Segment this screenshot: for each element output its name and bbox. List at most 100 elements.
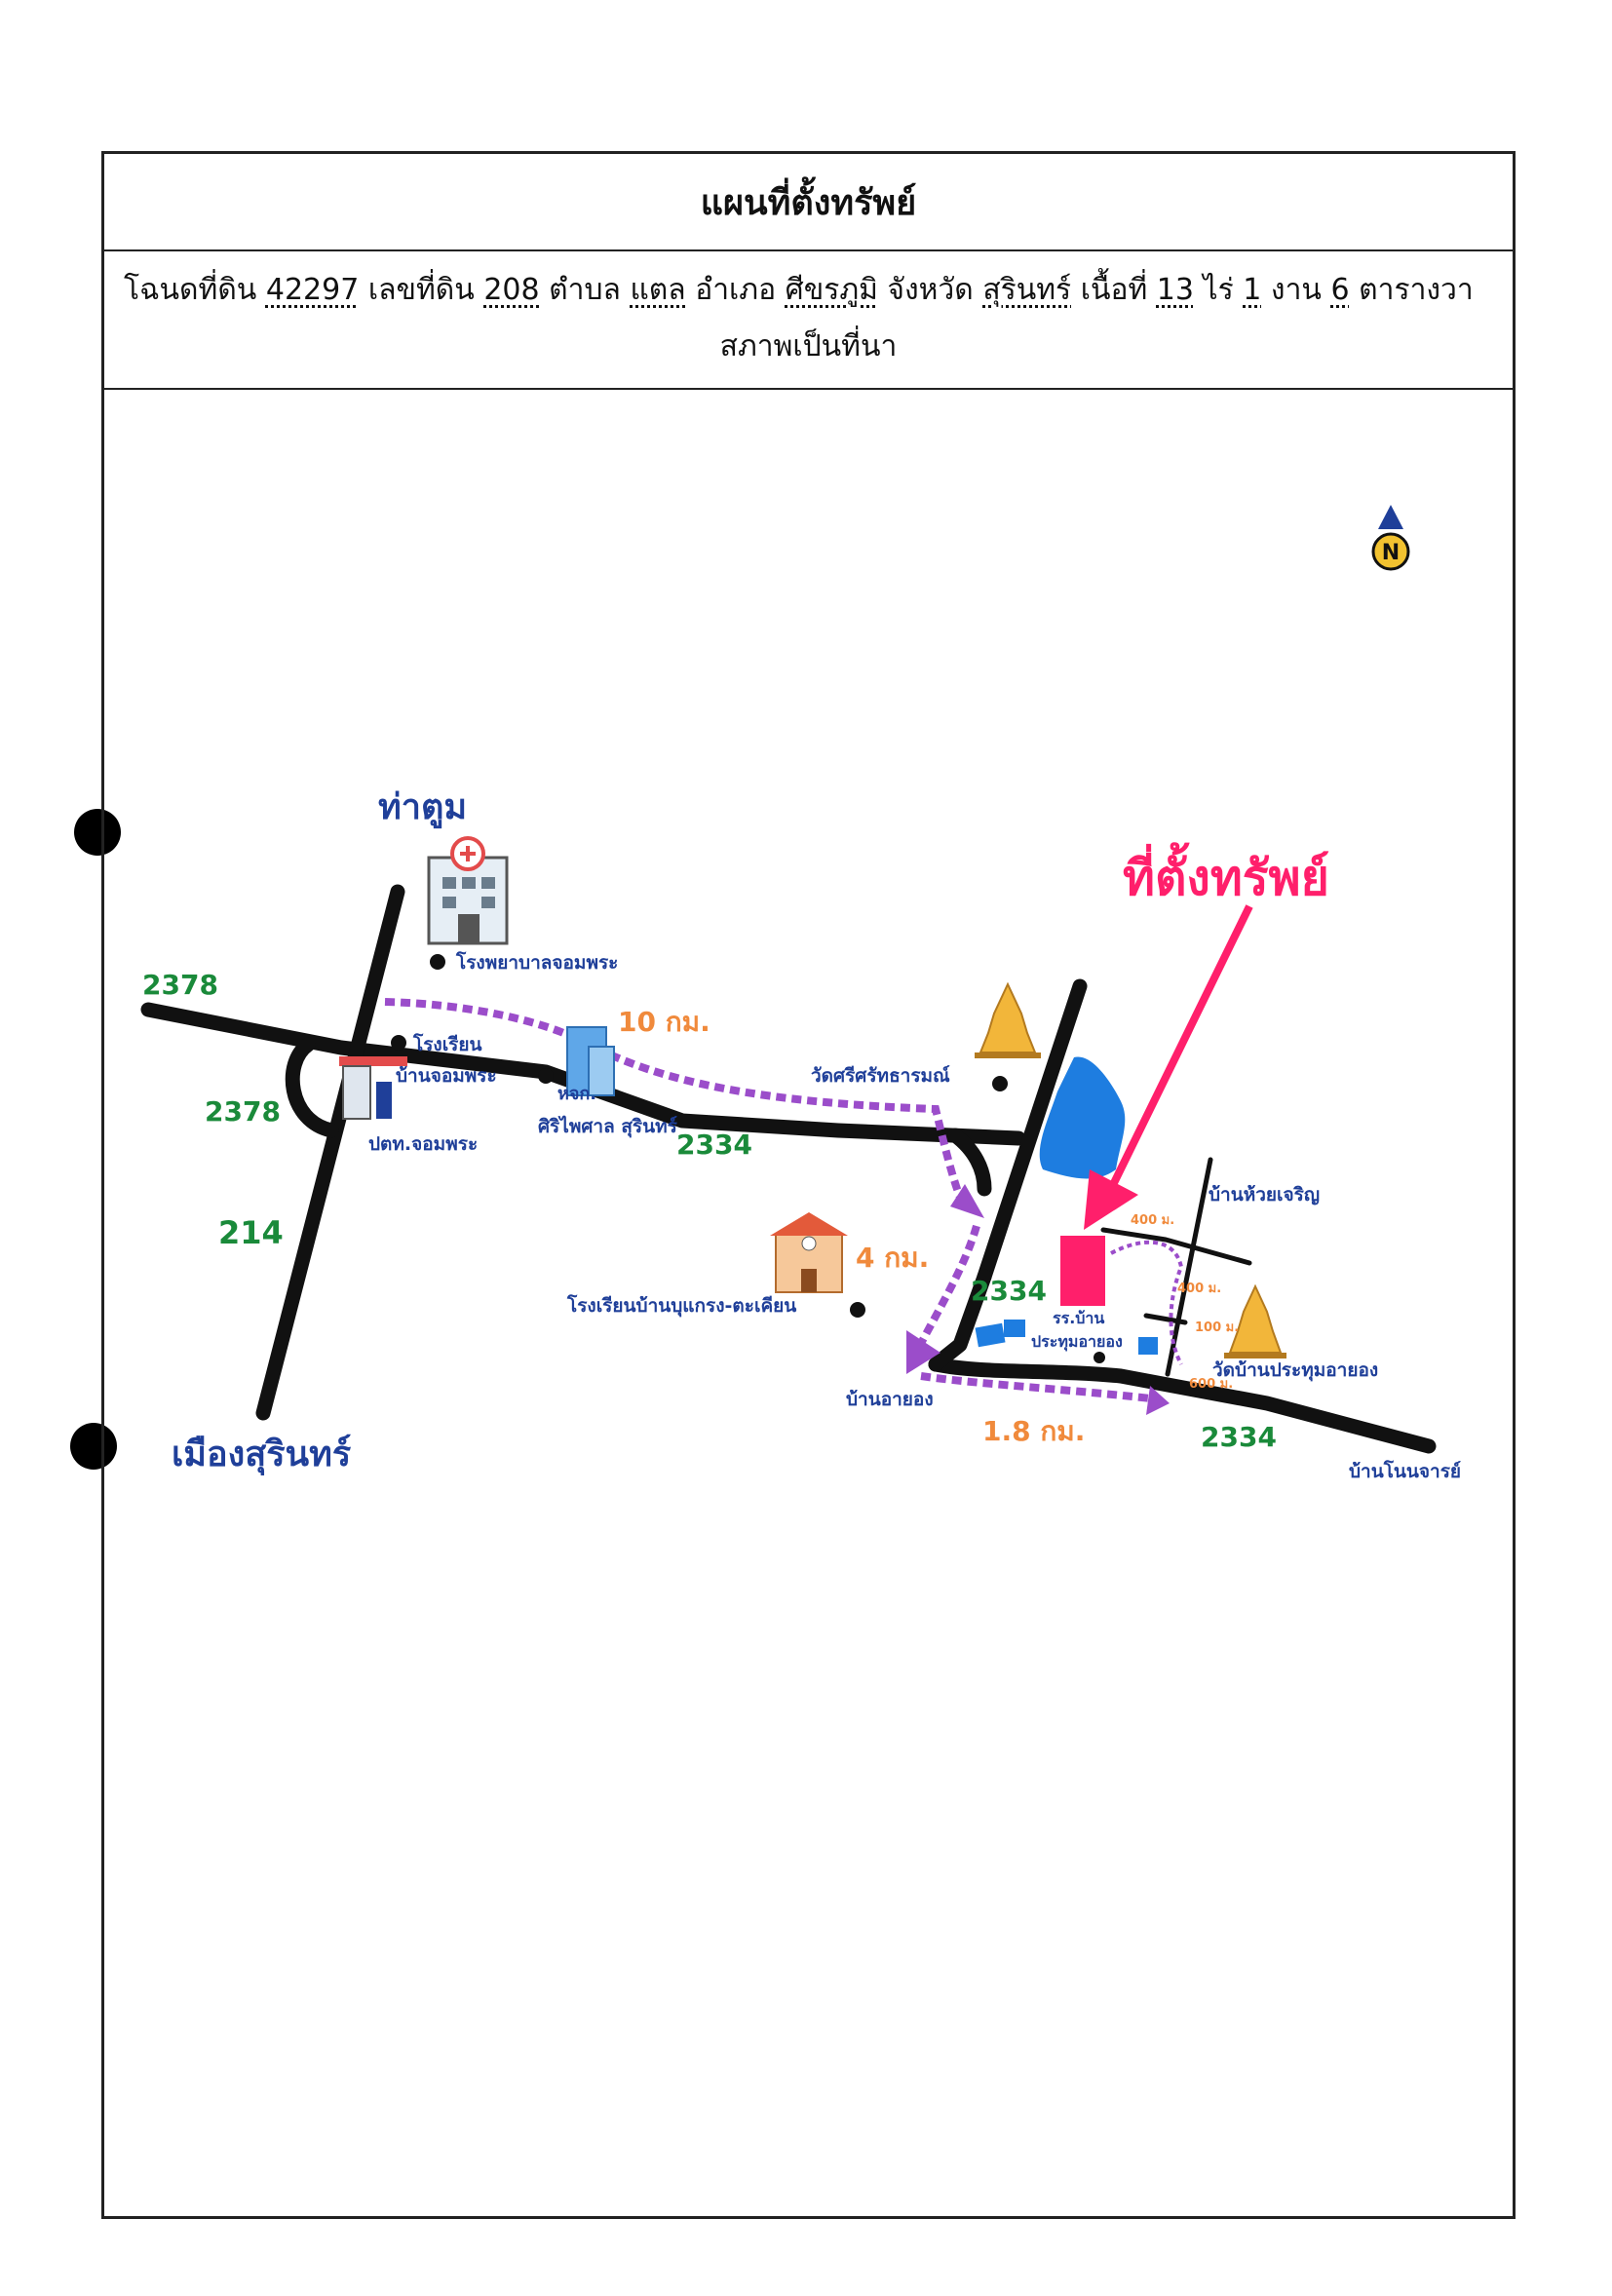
marker-hospital: [430, 954, 445, 970]
label-school-prathum-2: ประทุมอายอง: [1031, 1332, 1123, 1352]
distance-600m: 600 ม.: [1189, 1377, 1233, 1392]
distance-100m: 100 ม.: [1195, 1320, 1239, 1335]
arrow-head-3: [1146, 1386, 1170, 1415]
road-label-2334-a: 2334: [676, 1129, 752, 1161]
gas-station-icon: [339, 1056, 407, 1120]
marker-school-bu-kraeng: [850, 1302, 865, 1318]
area-label: เนื้อที่: [1080, 273, 1148, 307]
road-label-214: 214: [218, 1214, 284, 1251]
property-plot: [1060, 1236, 1105, 1306]
road-214: [255, 884, 405, 1421]
temple-icon-sri: [975, 981, 1041, 1058]
wa-label: ตารางวา: [1359, 273, 1474, 307]
rai-label: ไร่: [1203, 273, 1234, 307]
road-branch-curve: [947, 1128, 992, 1197]
deed-info-line: โฉนดที่ดิน 42297 เลขที่ดิน 208 ตำบล แตล …: [124, 267, 1497, 313]
label-bank-2: ศิริไพศาล สุรินทร์: [538, 1115, 678, 1138]
property-pointer-arrow: [1107, 904, 1253, 1191]
label-tha-tum: ท่าตูม: [378, 787, 467, 829]
distance-10km: 10 กม.: [618, 1006, 710, 1038]
document-frame: แผนที่ตั้งทรัพย์ โฉนดที่ดิน 42297 เลขที่…: [101, 151, 1516, 2219]
temple-icon-prathum: [1224, 1283, 1286, 1358]
ngan-label: งาน: [1270, 273, 1322, 307]
north-letter: N: [1382, 541, 1400, 565]
distance-1-8km: 1.8 กม.: [982, 1415, 1085, 1447]
distance-400m-a: 400 ม.: [1131, 1213, 1174, 1228]
rai-value: 13: [1156, 273, 1194, 307]
place-labels: ท่าตูม เมืองสุรินทร์ โรงพยาบาลจอมพระ โรง…: [172, 787, 1461, 1482]
building-school-prathum-1: [975, 1322, 1006, 1348]
marker-school-chom-phra: [391, 1035, 406, 1051]
road-number-labels: 2378 2378 214 2334 2334 2334: [142, 969, 1277, 1453]
label-school-prathum-1: รร.บ้าน: [1053, 1309, 1104, 1327]
district-value: ศีขรภูมิ: [785, 273, 878, 307]
school-icon: [770, 1212, 848, 1293]
property-heading: ที่ตั้งทรัพย์: [1123, 842, 1329, 906]
route-arrows: [906, 1184, 1170, 1415]
road-label-2378-top: 2378: [142, 969, 218, 1001]
province-label: จังหวัด: [887, 273, 974, 307]
deed-label: โฉนดที่ดิน: [124, 273, 257, 307]
page-title: แผนที่ตั้งทรัพย์: [700, 182, 917, 223]
marker-bank: [538, 1068, 554, 1084]
distance-4km: 4 กม.: [856, 1242, 929, 1274]
route-10km: [384, 998, 969, 1210]
deed-number: 42297: [265, 273, 360, 307]
title-row: แผนที่ตั้งทรัพย์: [104, 154, 1513, 251]
marker-temple-sri: [992, 1076, 1008, 1091]
water-pond: [1039, 1056, 1126, 1179]
north-arrow-icon: N: [1371, 505, 1410, 571]
label-ban-a-yong: บ้านอายอง: [846, 1389, 934, 1410]
info-row: โฉนดที่ดิน 42297 เลขที่ดิน 208 ตำบล แตล …: [104, 251, 1513, 390]
label-ban-non-chan: บ้านโนนจารย์: [1349, 1460, 1461, 1482]
routes: [384, 998, 1184, 1403]
route-side: [1110, 1240, 1184, 1365]
arrow-head-1: [950, 1184, 984, 1218]
building-school-prathum-2: [1004, 1320, 1025, 1337]
punch-hole-top: [74, 809, 121, 856]
road-label-2334-b: 2334: [971, 1275, 1047, 1307]
road-huai-charoen: [1165, 1157, 1213, 1377]
marker-school-prathum: [1094, 1352, 1105, 1363]
subdistrict-value: แตล: [630, 273, 686, 307]
land-condition: สภาพเป็นที่นา: [719, 329, 898, 364]
arrow-head-2: [906, 1330, 940, 1374]
label-mueang-surin: เมืองสุรินทร์: [172, 1434, 352, 1476]
road-label-2378-left: 2378: [205, 1095, 281, 1128]
road-2334-bend: [928, 1269, 992, 1372]
ngan-value: 1: [1243, 273, 1262, 307]
road-side-1: [1100, 1227, 1252, 1266]
label-temple-sri: วัดศรีศรัทธารมณ์: [811, 1065, 950, 1087]
district-label: อำเภอ: [695, 273, 777, 307]
road-2378-loop: [285, 1037, 339, 1138]
hospital-icon: [427, 836, 509, 945]
label-school-chom-phra-2: บ้านจอมพระ: [396, 1065, 497, 1087]
road-2334-north: [977, 978, 1088, 1284]
subdistrict-label: ตำบล: [549, 273, 621, 307]
punch-hole-bottom: [70, 1423, 117, 1470]
office-building-icon: [566, 1026, 615, 1096]
label-gas-station: ปตท.จอมพระ: [368, 1133, 478, 1155]
label-school-bu-kraeng: โรงเรียนบ้านบุแกรง-ตะเคียน: [566, 1294, 796, 1318]
distance-400m-b: 400 ม.: [1177, 1282, 1221, 1296]
property-arrow-head: [1084, 1169, 1138, 1230]
wa-value: 6: [1330, 273, 1350, 307]
land-no-label: เลขที่ดิน: [367, 273, 475, 307]
land-number: 208: [483, 273, 540, 307]
route-4km: [912, 1224, 980, 1355]
province-value: สุรินทร์: [982, 273, 1072, 307]
road-label-2334-c: 2334: [1201, 1421, 1277, 1453]
label-bank-1: หจก.: [557, 1084, 596, 1104]
route-1-8km: [920, 1372, 1161, 1403]
distance-labels: 10 กม. 4 กม. 1.8 กม. 400 ม. 400 ม. 100 ม…: [618, 1006, 1239, 1447]
roads: [140, 884, 1437, 1454]
label-ban-huai-charoen: บ้านห้วยเจริญ: [1209, 1184, 1320, 1205]
place-markers: [391, 954, 1105, 1363]
label-school-chom-phra-1: โรงเรียน: [412, 1033, 482, 1055]
road-side-2: [1143, 1313, 1188, 1325]
label-temple-prathum: วัดบ้านประทุมอายอง: [1212, 1359, 1378, 1382]
label-hospital: โรงพยาบาลจอมพระ: [455, 951, 618, 974]
road-2334-main: [928, 1357, 1437, 1454]
building-school-prathum-3: [1138, 1337, 1158, 1355]
